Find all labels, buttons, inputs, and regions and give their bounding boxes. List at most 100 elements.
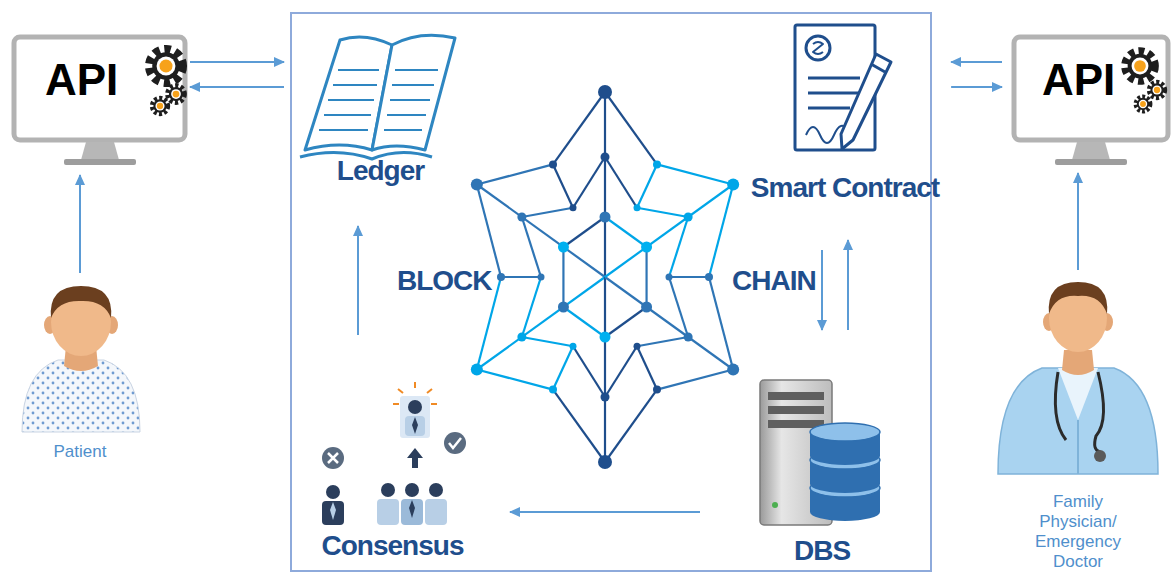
monitor — [14, 37, 185, 140]
consensus-group — [377, 499, 399, 525]
monitor — [1136, 97, 1150, 111]
flow-arrow — [1077, 173, 1079, 270]
consensus-group — [449, 438, 461, 448]
chain-node — [600, 212, 611, 223]
contract-document — [795, 25, 891, 150]
contract-document — [808, 92, 860, 95]
chain-link — [477, 185, 501, 278]
chain-link — [605, 92, 657, 164]
ledger-book — [338, 69, 379, 71]
chain-node — [641, 302, 652, 313]
ledger-book — [384, 129, 422, 131]
api-monitor: API — [1012, 35, 1170, 165]
flow-arrow — [951, 86, 1002, 88]
monitor — [1072, 142, 1110, 160]
contract-document — [841, 54, 891, 149]
chain-node — [471, 179, 483, 191]
doctor-figure — [1055, 372, 1103, 452]
node-label: Consensus — [322, 529, 464, 563]
chain-link — [605, 307, 647, 337]
node-label: Smart Contract — [751, 171, 939, 205]
chain-link — [553, 390, 605, 462]
flow-arrow — [951, 61, 1002, 63]
ledger-book — [392, 84, 434, 86]
ledger-book — [372, 35, 455, 150]
monitor — [1149, 82, 1164, 97]
chain-link — [553, 164, 573, 207]
monitor — [150, 50, 182, 82]
chain-link — [637, 164, 657, 207]
doctor-figure: Family Physician/ Emergency Doctor — [990, 285, 1166, 572]
consensus-icon: Consensus — [310, 385, 475, 563]
ledger-book — [390, 99, 430, 101]
chain-link — [553, 92, 605, 164]
consensus-group — [398, 389, 403, 393]
chain-link — [669, 217, 688, 277]
chain-link — [522, 277, 541, 337]
chain-node — [517, 333, 526, 342]
consensus-group — [405, 416, 425, 436]
chain-link — [605, 185, 733, 278]
doctor-figure — [1049, 282, 1108, 314]
flow-arrow — [357, 226, 359, 335]
chain-link — [605, 157, 637, 208]
blockchain-word: CHAIN — [732, 264, 816, 298]
chain-node — [666, 274, 673, 281]
chain-node — [517, 213, 526, 222]
patient-figure — [22, 286, 140, 432]
chain-node — [684, 213, 693, 222]
chain-node — [471, 364, 483, 376]
chain-node — [601, 393, 610, 402]
chain-link — [669, 276, 709, 278]
consensus-group — [405, 483, 419, 497]
doctor-figure — [998, 282, 1158, 474]
monitor — [1014, 37, 1168, 165]
doctor-figure — [1062, 350, 1094, 375]
chain-link — [604, 92, 606, 277]
chain-link — [604, 277, 606, 462]
consensus-group — [328, 453, 338, 463]
consensus-group — [326, 485, 340, 499]
chain-link — [709, 185, 733, 278]
monitor — [1014, 37, 1168, 140]
chain-link — [637, 208, 688, 217]
consensus-group — [401, 499, 423, 525]
ledger-book — [387, 114, 426, 116]
chain-link — [637, 346, 657, 389]
chain-link — [501, 276, 541, 278]
chain-node — [641, 242, 652, 253]
consensus-group — [431, 403, 437, 405]
chain-link — [477, 164, 553, 184]
contract-document — [871, 64, 885, 72]
chain-node — [684, 333, 693, 342]
chain-node — [570, 204, 577, 211]
chain-link — [637, 337, 688, 346]
database-server — [772, 502, 778, 508]
chain-node — [598, 455, 612, 469]
contract-document — [813, 42, 823, 54]
flow-arrow — [190, 61, 284, 63]
chain-node — [558, 302, 569, 313]
ledger-book — [319, 129, 368, 131]
monitor — [81, 142, 119, 160]
consensus-group — [414, 382, 416, 388]
doctor-figure — [1094, 450, 1106, 462]
database-server — [768, 392, 824, 400]
chain-link — [563, 217, 605, 247]
chain-node — [634, 343, 641, 350]
flow-arrow — [79, 175, 81, 273]
monitor — [64, 159, 136, 165]
consensus-group — [429, 483, 443, 497]
monitor — [168, 86, 185, 103]
flow-arrow — [821, 250, 823, 330]
ledger-book — [395, 69, 438, 71]
chain-link — [477, 370, 553, 390]
chain-link — [657, 164, 733, 184]
chain-link — [605, 390, 657, 462]
chain-node — [570, 343, 577, 350]
dbs-server: DBS — [752, 368, 892, 568]
contract-document — [806, 36, 830, 60]
patient-figure: Patient — [15, 285, 145, 462]
